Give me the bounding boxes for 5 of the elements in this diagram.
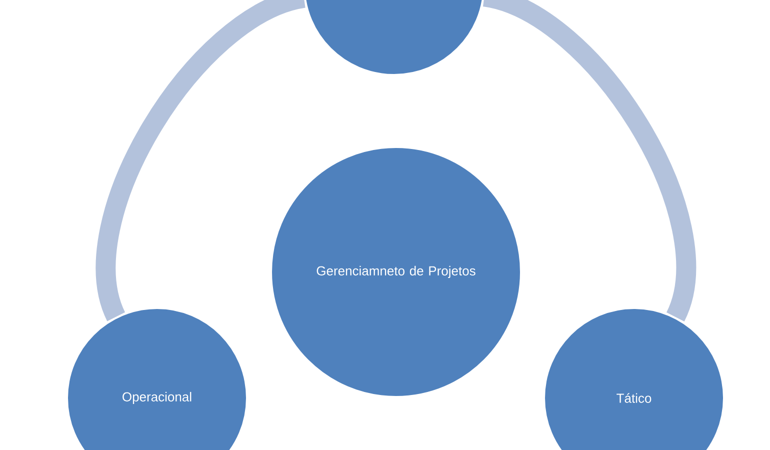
ring-connector bbox=[482, 0, 696, 320]
circle-node: Gerenciamneto de Projetos bbox=[270, 146, 522, 398]
ring-connector bbox=[96, 0, 307, 320]
circle-node: Tático bbox=[543, 307, 725, 450]
circle-node: Operacional bbox=[66, 307, 248, 450]
